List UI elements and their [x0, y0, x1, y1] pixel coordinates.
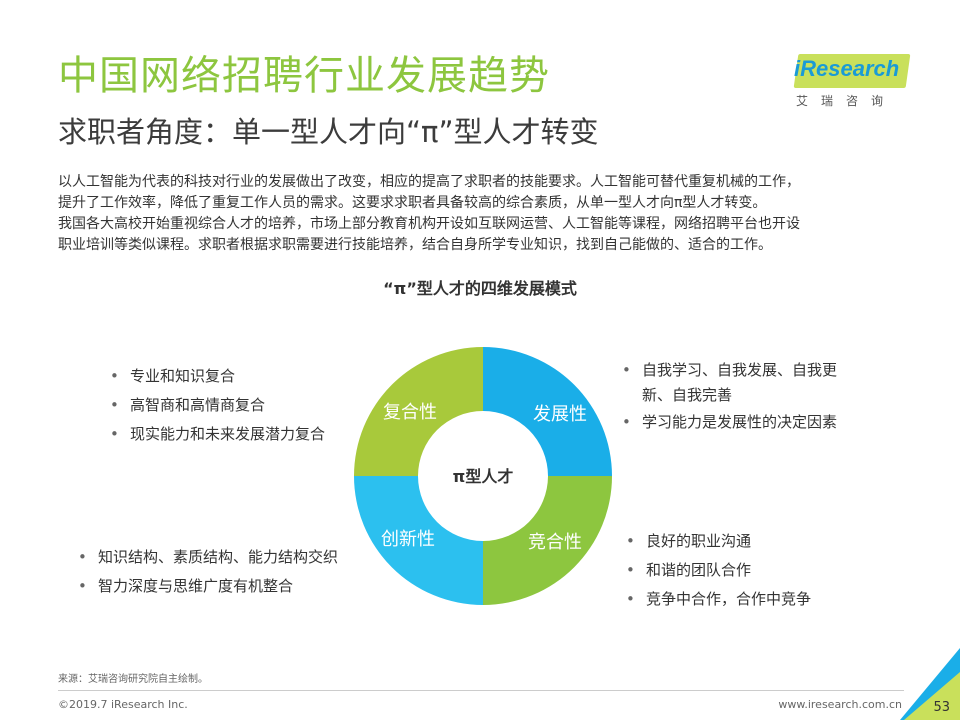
bullets-cooperation: 良好的职业沟通 和谐的团队合作 竞争中合作，合作中竞争	[624, 527, 811, 614]
list-item: 自我学习、自我发展、自我更 新、自我完善	[620, 358, 837, 408]
list-item: 良好的职业沟通	[624, 527, 811, 556]
intro-line: 提升了工作效率，降低了重复工作人员的需求。这要求求职者具备较高的综合素质，从单一…	[58, 195, 767, 211]
list-item: 高智商和高情商复合	[108, 391, 325, 420]
list-item: 竞争中合作，合作中竞争	[624, 585, 811, 614]
segment-top-left	[354, 347, 483, 476]
intro-line: 以人工智能为代表的科技对行业的发展做出了改变，相应的提高了求职者的技能要求。人工…	[58, 174, 800, 190]
list-item: 智力深度与思维广度有机整合	[76, 572, 338, 601]
page-title: 中国网络招聘行业发展趋势	[58, 53, 550, 99]
segment-label-bottom-left: 创新性	[381, 529, 435, 550]
list-item-line: 自我学习、自我发展、自我更	[642, 361, 838, 379]
website-link[interactable]: www.iresearch.com.cn	[778, 698, 902, 711]
logo-brand-text: iResearch	[794, 56, 900, 81]
intro-line: 职业培训等类似课程。求职者根据求职需要进行技能培养，结合自身所学专业知识，找到自…	[58, 237, 772, 253]
segment-label-bottom-right: 竞合性	[528, 532, 582, 553]
iresearch-logo: iResearch 艾瑞咨询	[786, 50, 916, 110]
list-item-line-continued: 新、自我完善	[642, 386, 733, 404]
bullets-composite: 专业和知识复合 高智商和高情商复合 现实能力和未来发展潜力复合	[108, 362, 325, 449]
list-item: 和谐的团队合作	[624, 556, 811, 585]
bullets-development: 自我学习、自我发展、自我更 新、自我完善 学习能力是发展性的决定因素	[620, 358, 837, 437]
logo-subtitle: 艾瑞咨询	[796, 94, 897, 108]
copyright-text: ©2019.7 iResearch Inc.	[58, 698, 188, 711]
segment-top-right	[483, 347, 612, 476]
segment-bottom-right	[483, 476, 612, 605]
intro-paragraph: 以人工智能为代表的科技对行业的发展做出了改变，相应的提高了求职者的技能要求。人工…	[58, 172, 918, 256]
page-corner-decoration	[900, 648, 960, 720]
segment-bottom-left	[354, 476, 483, 605]
page-number: 53	[933, 700, 950, 715]
footer-divider	[58, 690, 904, 691]
pi-talent-ring-diagram: 复合性 发展性 创新性 竞合性 π型人才	[354, 347, 612, 605]
list-item: 专业和知识复合	[108, 362, 325, 391]
list-item: 知识结构、素质结构、能力结构交织	[76, 543, 338, 572]
page-subtitle: 求职者角度：单一型人才向“π”型人才转变	[58, 115, 599, 149]
bullets-innovation: 知识结构、素质结构、能力结构交织 智力深度与思维广度有机整合	[76, 543, 338, 601]
source-note: 来源：艾瑞咨询研究院自主绘制。	[58, 674, 208, 685]
center-label: π型人才	[453, 467, 514, 486]
segment-label-top-right: 发展性	[533, 404, 587, 425]
list-item: 现实能力和未来发展潜力复合	[108, 420, 325, 449]
segment-label-top-left: 复合性	[383, 402, 437, 423]
diagram-title: “π”型人才的四维发展模式	[383, 279, 577, 298]
list-item: 学习能力是发展性的决定因素	[620, 408, 837, 437]
intro-line: 我国各大高校开始重视综合人才的培养，市场上部分教育机构开设如互联网运营、人工智能…	[58, 216, 800, 232]
